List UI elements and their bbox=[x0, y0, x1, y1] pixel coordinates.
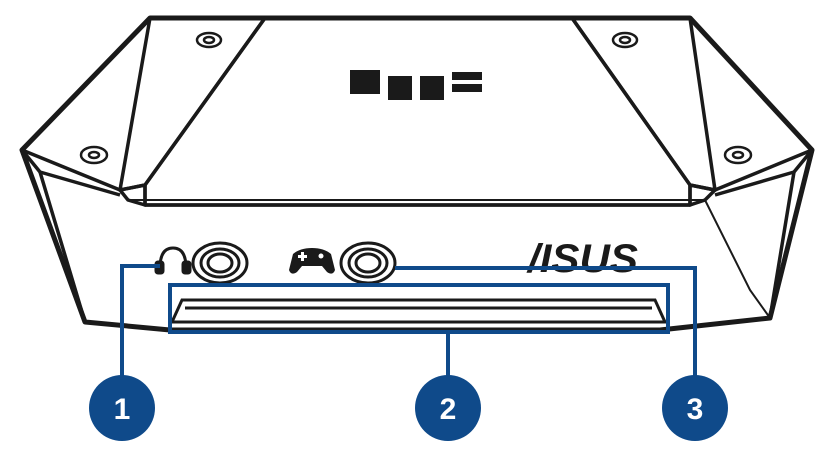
callout-leaders bbox=[120, 264, 697, 405]
screw-left bbox=[79, 145, 109, 165]
callout-2: 2 bbox=[415, 375, 481, 441]
screw-top-right bbox=[611, 31, 639, 49]
callout-1: 1 bbox=[89, 375, 155, 441]
game-audio-jack bbox=[339, 241, 397, 285]
screws bbox=[79, 31, 753, 165]
gamepad-icon bbox=[289, 248, 335, 274]
front-face bbox=[128, 199, 771, 319]
headset-audio-jack bbox=[191, 241, 249, 285]
leader-line-3 bbox=[395, 266, 697, 405]
callout-number-3: 3 bbox=[687, 393, 704, 426]
callout-number-1: 1 bbox=[114, 393, 131, 426]
callout-number-2: 2 bbox=[440, 393, 457, 426]
device-lid bbox=[20, 16, 814, 323]
brand-logo: /ISUS bbox=[526, 237, 638, 281]
highlight-box-2 bbox=[168, 283, 670, 334]
screw-top-left bbox=[195, 31, 223, 49]
screw-right bbox=[723, 145, 753, 165]
front-slot bbox=[169, 298, 668, 324]
callout-3: 3 bbox=[662, 375, 728, 441]
leader-line-1 bbox=[120, 264, 160, 405]
lid-logo bbox=[350, 70, 482, 100]
